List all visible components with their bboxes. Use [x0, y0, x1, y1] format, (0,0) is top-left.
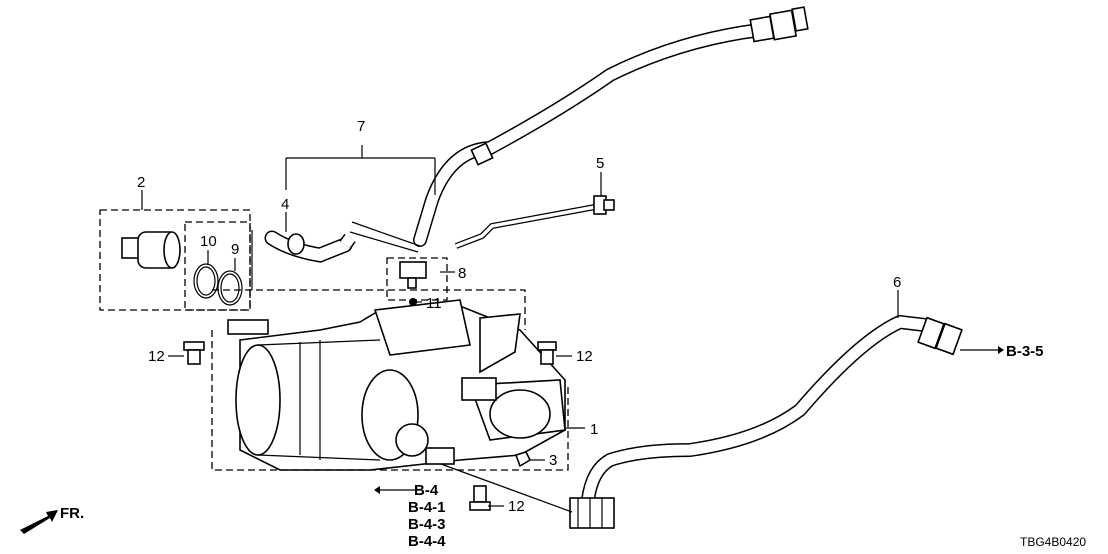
callout-12-left: 12	[148, 348, 165, 365]
canister-body	[227, 299, 566, 471]
bolt-left	[183, 341, 205, 365]
callout-12-right: 12	[576, 348, 593, 365]
callout-7: 7	[357, 118, 365, 135]
front-arrow-icon	[20, 510, 58, 534]
callout-11: 11	[426, 295, 442, 312]
callout-9: 9	[231, 241, 239, 258]
callout-8: 8	[458, 265, 466, 282]
callout-12-bottom: 12	[508, 498, 525, 515]
bolt-bottom	[469, 485, 491, 511]
front-indicator-label: FR.	[60, 505, 84, 522]
group-1-outline	[211, 289, 569, 471]
callout-3: 3	[549, 452, 557, 469]
hose-part-6	[429, 314, 963, 529]
callout-4: 4	[281, 196, 289, 213]
group-8-outline	[386, 257, 448, 301]
group-9-10-outline	[184, 221, 251, 311]
reference-b-4-4[interactable]: B-4-4	[408, 533, 446, 550]
group-2-outline	[99, 209, 251, 311]
reference-b-3-5[interactable]: B-3-5	[1006, 343, 1044, 360]
reference-b-4-1[interactable]: B-4-1	[408, 499, 446, 516]
o-rings	[193, 263, 243, 306]
sensor-part-2	[121, 231, 181, 269]
diagram-code: TBG4B0420	[1020, 535, 1086, 549]
callout-10: 10	[200, 233, 217, 250]
callout-2: 2	[137, 174, 145, 191]
callout-1: 1	[590, 421, 598, 438]
upper-fuel-hose	[413, 6, 809, 247]
hose-part-4	[264, 221, 421, 263]
sensor-part-8	[399, 261, 427, 306]
callout-5: 5	[596, 155, 604, 172]
leader-lines	[141, 145, 1004, 507]
bolt-right	[537, 341, 557, 365]
callout-6: 6	[893, 274, 901, 291]
reference-b-4[interactable]: B-4	[414, 482, 439, 499]
clip-part-3	[514, 451, 532, 468]
pipe-part-5	[454, 195, 615, 249]
reference-b-4-3[interactable]: B-4-3	[408, 516, 446, 533]
